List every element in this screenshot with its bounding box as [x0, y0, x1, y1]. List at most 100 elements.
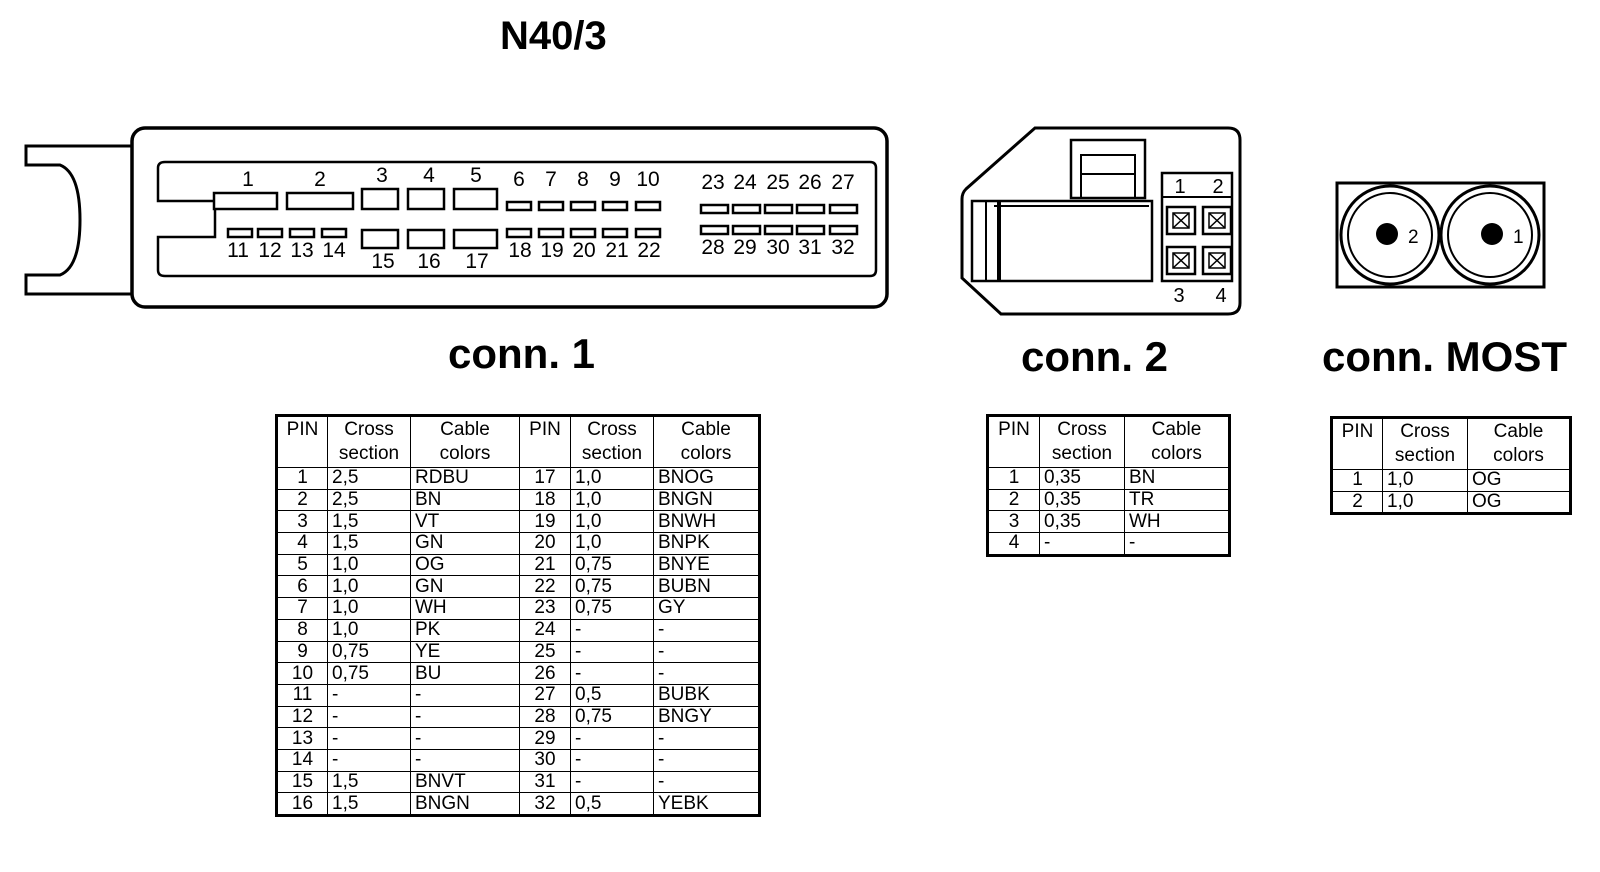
cross-section-cell: 1,0 — [1382, 490, 1468, 515]
cable-color-cell: - — [410, 748, 520, 772]
cross-section-cell: 0,35 — [1039, 488, 1125, 512]
most-pin-label: 2 — [1408, 227, 1419, 248]
c1-pin-label: 23 — [701, 171, 724, 194]
cross-section-cell: - — [570, 662, 654, 685]
pin-cell: 3 — [987, 510, 1040, 534]
table-row: 14--30-- — [276, 748, 760, 772]
pin-cell: 25 — [519, 640, 571, 664]
pin-cell: 1 — [1331, 469, 1383, 492]
cross-section-cell: 1,5 — [327, 792, 411, 816]
cable-color-cell: VT — [410, 510, 520, 534]
pin-cell: 4 — [276, 532, 328, 555]
cable-color-cell: OG — [1467, 469, 1571, 492]
pin-cell: 30 — [519, 748, 571, 772]
connector-1-drawing — [24, 126, 889, 309]
cable-color-cell: OG — [410, 553, 520, 577]
cross-section-cell: 1,0 — [570, 488, 654, 512]
cross-section-cell: 0,75 — [570, 575, 654, 599]
cable-color-cell: - — [653, 640, 760, 664]
c1-pin-label: 31 — [798, 236, 821, 259]
pin-cell: 12 — [276, 705, 328, 729]
c1-pin-label: 25 — [766, 171, 789, 194]
pin-header: PIN — [276, 415, 328, 468]
c1-pin-label: 20 — [572, 239, 595, 262]
cross-section-cell: - — [570, 640, 654, 664]
pin-cell: 13 — [276, 727, 328, 750]
cable-color-cell: BN — [1124, 467, 1230, 490]
connector-1-pin-slots — [212, 187, 859, 250]
cable-color-cell: BNGN — [653, 488, 760, 512]
c1-pin-label: 17 — [465, 250, 488, 273]
cross-section-cell: - — [327, 705, 411, 729]
c1-pin-label: 22 — [637, 239, 660, 262]
cross-section-cell: - — [1039, 532, 1125, 556]
cable-color-cell: PK — [410, 618, 520, 642]
cable-color-cell: - — [410, 683, 520, 707]
c1-pin-label: 30 — [766, 236, 789, 259]
cross-section-cell: 1,0 — [327, 597, 411, 620]
c1-pin-label: 29 — [733, 236, 756, 259]
connector-most-drawing — [1335, 181, 1546, 289]
cable-color-cell: BUBK — [653, 683, 760, 707]
cable-color-cell: GN — [410, 532, 520, 555]
cable-color-cell: TR — [1124, 488, 1230, 512]
cross-section-cell: 1,0 — [327, 618, 411, 642]
cable-color-cell: - — [410, 727, 520, 750]
cable-color-cell: YE — [410, 640, 520, 664]
most-pin-label: 1 — [1513, 227, 1524, 248]
pin-cell: 17 — [519, 467, 571, 490]
cable-color-cell: BNVT — [410, 770, 520, 794]
pin-cell: 22 — [519, 575, 571, 599]
diagram-title: N40/3 — [500, 14, 607, 58]
cross-section-cell: 2,5 — [327, 488, 411, 512]
c1-pin-label: 28 — [701, 236, 724, 259]
cross-section-cell: - — [327, 683, 411, 707]
cross-section-cell: - — [570, 727, 654, 750]
c1-pin-label: 16 — [417, 250, 440, 273]
cable-color-cell: - — [653, 770, 760, 794]
cable-color-cell: YEBK — [653, 792, 760, 816]
c1-pin-label: 19 — [540, 239, 563, 262]
c2-pin-label: 3 — [1173, 285, 1184, 307]
c1-pin-label: 12 — [258, 239, 281, 262]
pin-cell: 6 — [276, 575, 328, 599]
c2-pin-label: 2 — [1212, 176, 1223, 198]
connector-2-label: conn. 2 — [1021, 333, 1169, 380]
cross-section-cell: - — [570, 770, 654, 794]
pin-cell: 1 — [276, 467, 328, 490]
c1-pin-label: 2 — [314, 168, 326, 191]
connector-2-drawing — [960, 126, 1242, 316]
c1-pin-label: 21 — [605, 239, 628, 262]
cable-color-cell: GN — [410, 575, 520, 599]
pin-cell: 11 — [276, 683, 328, 707]
cable-color-cell: BNGN — [410, 792, 520, 816]
cable-color-cell: WH — [410, 597, 520, 620]
pin-cell: 26 — [519, 662, 571, 685]
c1-pin-label: 3 — [376, 164, 388, 187]
c1-pin-label: 10 — [636, 168, 659, 191]
connector-1-label: conn. 1 — [448, 330, 596, 377]
pin-cell: 2 — [987, 488, 1040, 512]
c1-pin-label: 32 — [831, 236, 854, 259]
